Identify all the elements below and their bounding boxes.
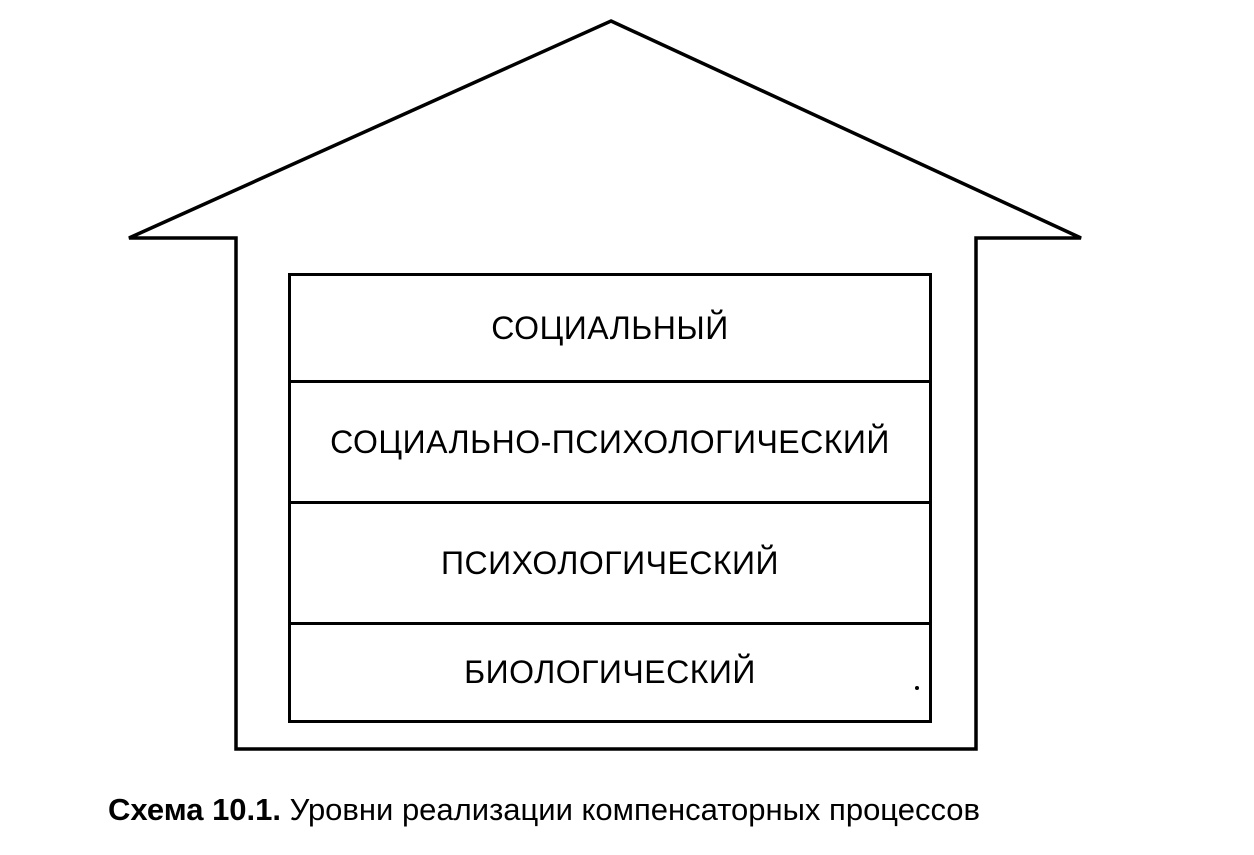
level-label: ПСИХОЛОГИЧЕСКИЙ [440,544,780,581]
level-label: БИОЛОГИЧЕСКИЙ [464,654,756,690]
figure-caption: Схема 10.1. Уровни реализации компенсато… [108,792,1148,828]
level-biological: БИОЛОГИЧЕСКИЙ [291,622,929,720]
level-label: СОЦИАЛЬНО-ПСИХОЛОГИЧЕСКИЙ [330,423,890,460]
caption-label: Схема 10.1. [108,792,282,827]
level-label: СОЦИАЛЬНЫЙ [491,309,729,346]
level-social: СОЦИАЛЬНЫЙ [291,276,929,380]
scan-dot [915,686,919,690]
level-psychological: ПСИХОЛОГИЧЕСКИЙ [291,501,929,622]
level-social-psychological: СОЦИАЛЬНО-ПСИХОЛОГИЧЕСКИЙ [291,380,929,501]
levels-stack: СОЦИАЛЬНЫЙ СОЦИАЛЬНО-ПСИХОЛОГИЧЕСКИЙ ПСИ… [288,273,932,723]
house-shape [128,19,1082,751]
caption-text: Уровни реализации компенсаторных процесс… [289,792,981,827]
